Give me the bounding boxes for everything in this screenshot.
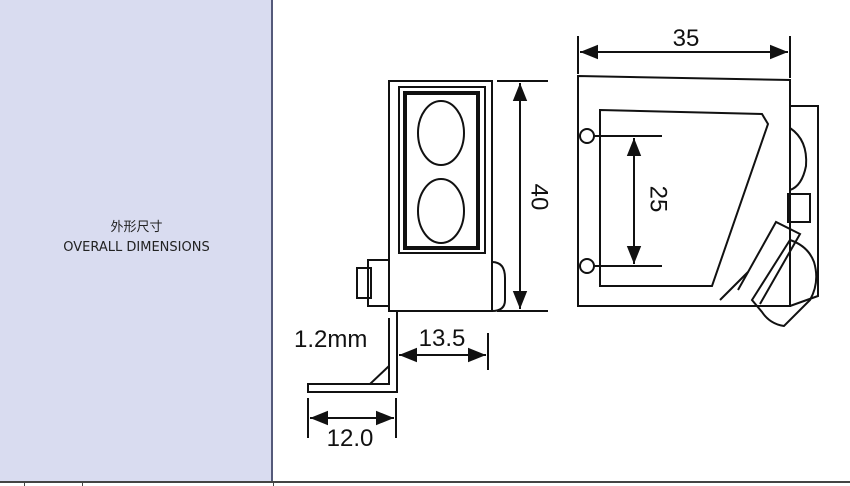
table-column-tick xyxy=(24,481,25,486)
label-chinese: 外形尺寸 xyxy=(110,220,163,235)
front-side-bulge xyxy=(491,261,506,312)
dim-40-label: 40 xyxy=(526,184,553,211)
front-view xyxy=(307,80,506,393)
table-column-tick xyxy=(82,481,83,486)
bracket-chamfer xyxy=(369,365,390,385)
mounting-bracket xyxy=(307,311,398,393)
dim-13-5 xyxy=(388,318,489,370)
side-inner-panel xyxy=(599,108,770,287)
label-english: OVERALL DIMENSIONS xyxy=(63,240,210,255)
table-column-tick xyxy=(273,481,274,486)
dim-35 xyxy=(577,36,791,78)
dim-12-0 xyxy=(307,398,397,438)
dim-25-label: 25 xyxy=(645,186,672,213)
side-rear-bulge xyxy=(789,127,808,191)
dim-thickness-label: 1.2mm xyxy=(294,326,367,353)
side-rear-plate xyxy=(789,105,819,307)
label-text: 外形尺寸 OVERALL DIMENSIONS xyxy=(0,218,273,258)
front-lens-frame xyxy=(398,86,486,254)
cable-gland xyxy=(737,220,802,305)
dim-12-0-label: 12.0 xyxy=(327,425,374,452)
front-lens-window xyxy=(403,91,480,250)
diagram-cell xyxy=(275,0,850,482)
lower-mount-hole xyxy=(579,258,595,274)
dim-35-label: 35 xyxy=(673,25,700,52)
table-bottom-border xyxy=(0,481,850,486)
dim-40 xyxy=(497,80,548,312)
side-view xyxy=(577,74,819,328)
label-cell: 外形尺寸 OVERALL DIMENSIONS xyxy=(0,0,273,482)
side-rear-block xyxy=(787,193,811,223)
mount-bolt xyxy=(367,259,390,307)
mount-nut xyxy=(356,267,372,299)
receiver-lens xyxy=(417,178,465,244)
cable-end xyxy=(750,238,818,328)
dim-13-5-label: 13.5 xyxy=(419,325,466,352)
upper-mount-hole xyxy=(579,128,595,144)
gland-edge xyxy=(719,271,749,301)
front-body-outline xyxy=(388,80,493,312)
emitter-lens xyxy=(417,100,465,166)
